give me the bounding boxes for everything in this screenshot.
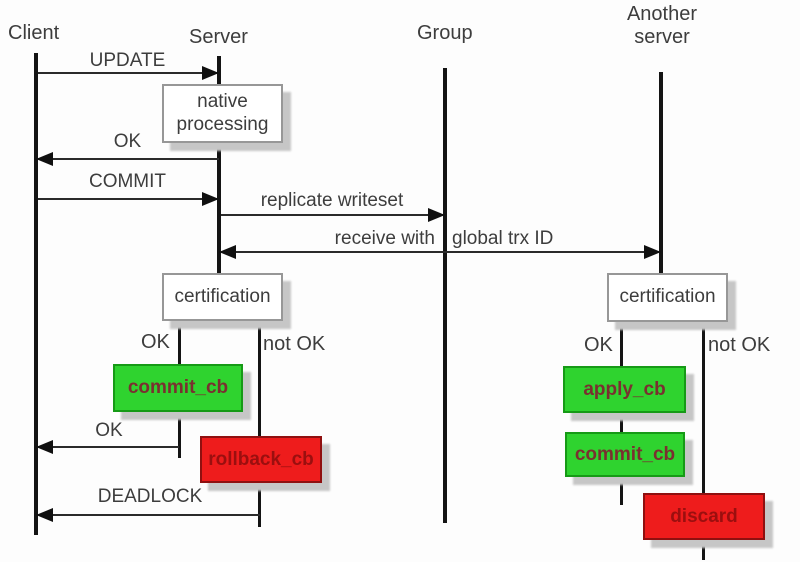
branch-label-server-not-ok: not OK	[263, 333, 326, 355]
arrowhead-right-icon	[428, 208, 445, 222]
box-certification-another: certification	[607, 273, 728, 322]
arrow-update	[38, 66, 219, 80]
arrowhead-left-icon	[36, 508, 53, 522]
box-commit-cb-another: commit_cb	[565, 432, 685, 477]
another-server-line1: Another	[626, 3, 698, 25]
branch-line-server-not-ok	[258, 321, 261, 527]
arrow-commit	[38, 192, 219, 206]
lifeline-server	[217, 56, 221, 273]
message-label-ok-commit: OK	[95, 420, 123, 441]
box-native-processing: native processing	[162, 84, 283, 143]
lifeline-label-client: Client	[8, 22, 60, 44]
branch-line-another-not-ok	[702, 322, 705, 560]
message-label-replicate-writeset: replicate writeset	[260, 190, 404, 211]
box-apply-cb-another: apply_cb	[563, 366, 686, 413]
arrowhead-left-icon	[36, 440, 53, 454]
message-label-receive-with: receive with	[334, 228, 435, 249]
arrowhead-right-icon	[202, 192, 219, 206]
lifeline-group	[443, 68, 447, 523]
arrowhead-left-icon	[219, 245, 236, 259]
arrowhead-right-icon	[202, 66, 219, 80]
branch-label-another-not-ok: not OK	[708, 334, 771, 356]
box-discard-another: discard	[643, 493, 765, 540]
branch-label-server-ok: OK	[141, 331, 170, 353]
branch-line-another-ok	[620, 322, 623, 505]
box-certification-server: certification	[162, 273, 283, 321]
arrowhead-left-icon	[36, 152, 53, 166]
box-rollback-cb-server: rollback_cb	[200, 436, 322, 483]
arrow-deadlock	[36, 508, 260, 522]
lifeline-label-another-server: Another server	[612, 3, 712, 49]
box-commit-cb-server: commit_cb	[113, 364, 243, 412]
lifeline-another-server	[659, 72, 663, 273]
arrow-receive-global-trx	[219, 245, 661, 259]
branch-label-another-ok: OK	[584, 334, 613, 356]
arrow-ok-native	[36, 152, 219, 166]
message-label-commit: COMMIT	[88, 171, 167, 192]
message-label-deadlock: DEADLOCK	[97, 486, 203, 507]
message-label-global-trx-id: global trx ID	[452, 228, 554, 249]
lifeline-client	[34, 53, 38, 535]
message-label-update: UPDATE	[89, 50, 166, 71]
arrowhead-right-icon	[644, 245, 661, 259]
arrow-replicate-writeset	[221, 208, 445, 222]
lifeline-label-group: Group	[417, 22, 473, 44]
message-label-ok-native: OK	[113, 131, 142, 152]
another-server-line2: server	[634, 26, 690, 48]
lifeline-label-server: Server	[189, 26, 248, 48]
arrow-ok-commit	[36, 440, 179, 454]
